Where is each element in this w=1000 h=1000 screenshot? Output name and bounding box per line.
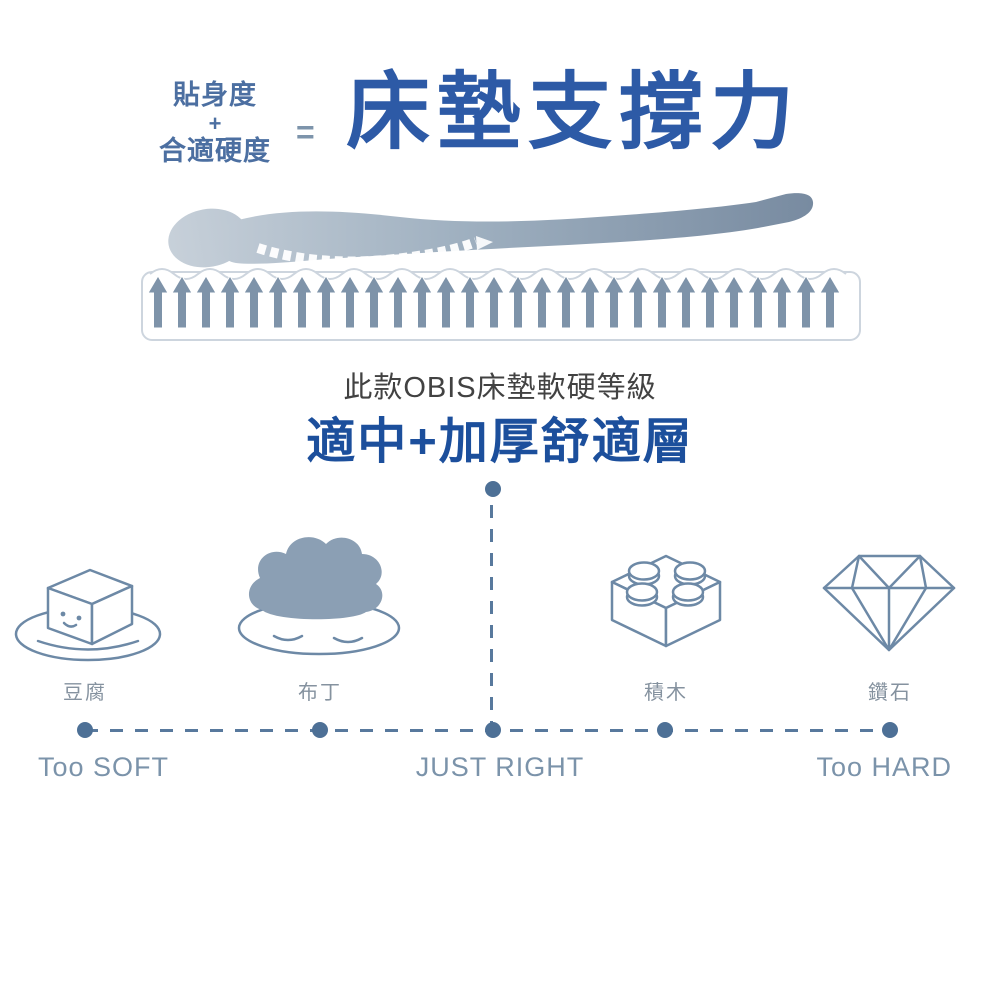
- marker-dot: [485, 481, 501, 497]
- scale-dot-4: [657, 722, 673, 738]
- formula-term-firmness: 合適硬度: [159, 136, 271, 166]
- scale-dot-5: [882, 722, 898, 738]
- tofu-icon: [14, 568, 162, 662]
- support-arrows: [147, 275, 841, 329]
- mattress-quilted-edge: [149, 268, 847, 280]
- diamond-icon: [822, 554, 956, 652]
- formula-term-fit: 貼身度: [173, 80, 257, 110]
- scale-end-hard: Too HARD: [816, 752, 952, 782]
- scale-dot-center: [485, 722, 501, 738]
- pudding-icon: [237, 537, 401, 656]
- blocks-icon: [610, 554, 722, 648]
- scale-label-diamond: 鑽石: [868, 682, 912, 704]
- grade-value: 適中+加厚舒適層: [306, 415, 694, 469]
- scale-dot-1: [77, 722, 93, 738]
- marker-dashed-line: [490, 505, 493, 729]
- scale-just-right: JUST RIGHT: [415, 752, 585, 782]
- spine: [256, 237, 478, 267]
- scale-dot-2: [312, 722, 328, 738]
- scale-end-soft: Too SOFT: [38, 752, 170, 782]
- scale-label-tofu: 豆腐: [63, 682, 107, 704]
- grade-subtitle: 此款OBIS床墊軟硬等級: [343, 372, 657, 404]
- page-title: 床墊支撐力: [346, 65, 802, 159]
- pelvis: [476, 236, 493, 250]
- formula-block: 貼身度 + 合適硬度: [148, 80, 282, 167]
- plus-sign: +: [208, 111, 222, 136]
- block-studs: [625, 561, 707, 607]
- sleeper-silhouette: [168, 193, 814, 268]
- mattress-support-illustration: [141, 193, 861, 341]
- equals-sign: =: [296, 114, 315, 150]
- scale-label-blocks: 積木: [644, 682, 688, 704]
- scale-label-pudding: 布丁: [298, 682, 342, 704]
